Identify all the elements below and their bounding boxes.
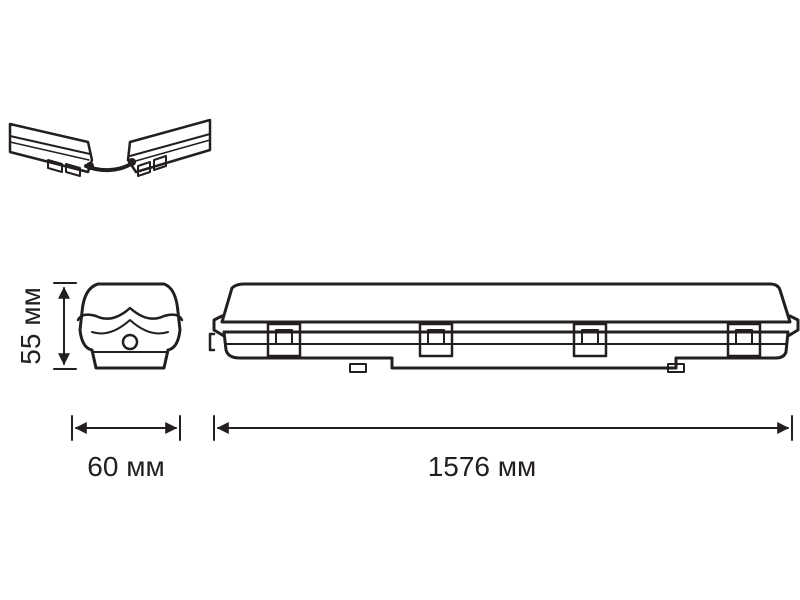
housing-clip — [572, 322, 608, 358]
luminaire-side-view — [208, 282, 800, 373]
height-dimension: 55 мм — [15, 282, 77, 370]
connected-luminaires-illustration — [8, 118, 212, 177]
luminaire-end-view — [76, 282, 184, 370]
width-label: 60 мм — [87, 451, 164, 482]
housing-clip — [266, 322, 302, 358]
housing-clip — [726, 322, 762, 358]
length-label: 1576 мм — [428, 451, 537, 482]
length-dimension: 1576 мм — [213, 415, 793, 482]
housing-clip — [418, 322, 454, 358]
height-label: 55 мм — [15, 287, 46, 364]
cable-gland-icon — [121, 333, 139, 351]
width-dimension: 60 мм — [71, 415, 181, 482]
